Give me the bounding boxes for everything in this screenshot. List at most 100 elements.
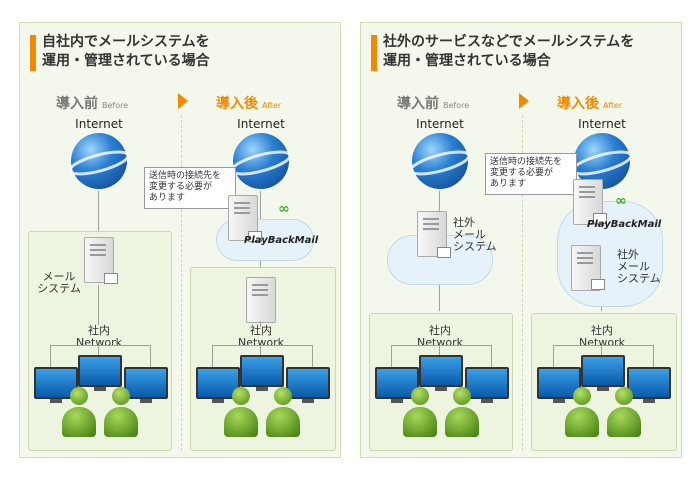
monitor-icon [581, 355, 625, 391]
mail-system-label-line2: システム [37, 282, 81, 295]
title-accent-bar [371, 35, 377, 71]
panel-in-house: 自社内でメールシステムを 運用・管理されている場合 導入前 Before 導入後 A… [19, 22, 341, 458]
user-icon [565, 387, 599, 439]
column-divider [181, 115, 182, 451]
network-label-line2: Network [238, 336, 284, 349]
external-label-line3: システム [617, 272, 661, 285]
after-label: 導入後 [216, 96, 258, 112]
connector-line [312, 345, 313, 367]
connector-line [98, 345, 99, 357]
after-label: 導入後 [557, 96, 599, 112]
mail-server-icon [246, 277, 276, 323]
internet-label: Internet [416, 117, 464, 131]
envelope-icon [437, 247, 451, 258]
panel-title: 自社内でメールシステムを 運用・管理されている場合 [42, 33, 210, 71]
connector-line [150, 345, 151, 367]
connector-line [98, 285, 99, 325]
callout-line1: 送信時の接続先を [490, 157, 563, 167]
envelope-icon [248, 231, 262, 242]
panel-title-line1: 社外のサービスなどでメールシステムを [383, 34, 635, 50]
panel-title-line2: 運用・管理されている場合 [383, 53, 551, 69]
external-label-line2: メール [453, 228, 486, 241]
external-label-line1: 社外 [453, 216, 475, 229]
callout-line3: あります [490, 179, 527, 189]
connector-line [553, 345, 554, 367]
user-icon [224, 387, 258, 439]
user-icon [403, 387, 437, 439]
mail-system-label: メール システム [34, 271, 84, 295]
external-mail-system-label: 社外 メール システム [617, 249, 667, 285]
monitor-icon [537, 367, 581, 403]
brand-label: PlayBackMail [244, 235, 319, 246]
before-en-label: Before [102, 101, 129, 110]
arrow-right-icon [178, 93, 188, 109]
connector-line [212, 345, 213, 367]
monitor-icon [465, 367, 509, 403]
brand-label: PlayBackMail [587, 219, 662, 230]
external-mail-system-label: 社外 メール システム [453, 217, 503, 253]
callout-line2: 変更する必要が [149, 182, 213, 192]
external-label-line2: メール [617, 260, 650, 273]
network-label-line1: 社内 [250, 324, 272, 337]
column-divider [522, 115, 523, 451]
internet-label: Internet [237, 117, 285, 131]
network-label-line2: Network [76, 336, 122, 349]
panel-title-line2: 運用・管理されている場合 [42, 53, 210, 69]
envelope-icon [591, 279, 605, 290]
arrow-right-icon [519, 93, 529, 109]
playbackmail-logo-icon: ∞ [615, 193, 627, 209]
network-label-line1: 社内 [88, 324, 110, 337]
before-heading: 導入前 Before [397, 93, 469, 113]
connector-line [98, 191, 99, 243]
before-label: 導入前 [56, 96, 98, 112]
external-label-line3: システム [453, 240, 497, 253]
after-heading: 導入後 After [557, 93, 622, 113]
internet-label: Internet [578, 117, 626, 131]
after-en-label: After [603, 101, 623, 110]
connector-line [601, 345, 602, 357]
monitor-icon [419, 355, 463, 391]
connector-line [260, 345, 261, 357]
network-bus [391, 345, 491, 346]
envelope-icon [593, 213, 607, 224]
callout-line1: 送信時の接続先を [149, 171, 222, 181]
globe-icon [233, 133, 289, 189]
network-bus [553, 345, 653, 346]
panel-title-line1: 自社内でメールシステムを [42, 34, 210, 50]
globe-icon [412, 133, 468, 189]
network-bus [212, 345, 312, 346]
callout-line2: 変更する必要が [490, 168, 554, 178]
before-heading: 導入前 Before [56, 93, 128, 113]
network-label-line1: 社内 [591, 324, 613, 337]
user-icon [266, 387, 300, 439]
globe-icon [71, 133, 127, 189]
before-en-label: Before [443, 101, 470, 110]
envelope-icon [104, 273, 118, 284]
monitor-icon [627, 367, 671, 403]
external-label-line1: 社外 [617, 248, 639, 261]
monitor-icon [78, 355, 122, 391]
mail-server-icon [84, 237, 114, 283]
connector-line [391, 345, 392, 367]
after-en-label: After [262, 101, 282, 110]
monitor-icon [240, 355, 284, 391]
connector-line [439, 345, 440, 357]
before-label: 導入前 [397, 96, 439, 112]
user-icon [445, 387, 479, 439]
network-label-line1: 社内 [429, 324, 451, 337]
network-label-line2: Network [417, 336, 463, 349]
user-icon [104, 387, 138, 439]
mail-system-label-line1: メール [42, 270, 76, 283]
callout-bubble: 送信時の接続先を 変更する必要が あります [485, 153, 577, 195]
network-label-line2: Network [579, 336, 625, 349]
connector-line [491, 345, 492, 367]
connector-line [653, 345, 654, 367]
monitor-icon [196, 367, 240, 403]
callout-bubble: 送信時の接続先を 変更する必要が あります [144, 167, 236, 209]
connector-line [260, 321, 261, 327]
playbackmail-logo-icon: ∞ [278, 201, 290, 217]
network-bus [50, 345, 150, 346]
user-icon [62, 387, 96, 439]
connector-line [50, 345, 51, 367]
monitor-icon [124, 367, 168, 403]
